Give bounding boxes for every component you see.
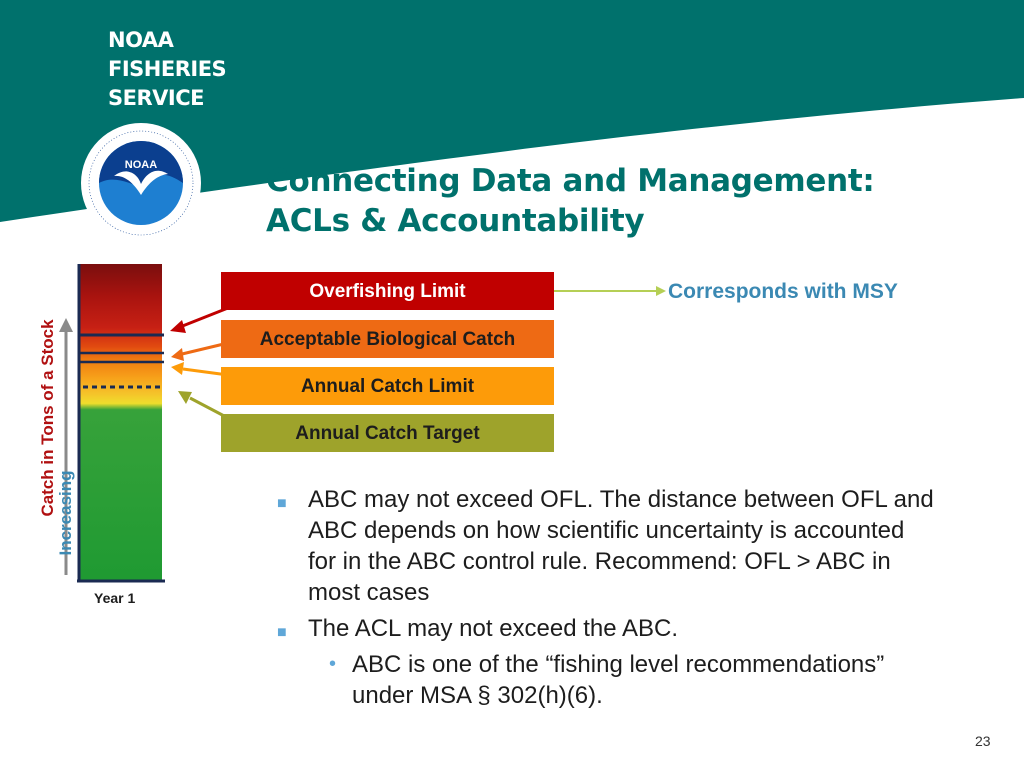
sub-bullet-item: • ABC is one of the “fishing level recom… bbox=[274, 649, 934, 711]
square-bullet-icon: ■ bbox=[277, 624, 287, 641]
slide-title: Connecting Data and Management: ACLs & A… bbox=[266, 161, 875, 241]
dot-bullet-icon: • bbox=[329, 653, 337, 675]
tier-box-ofl: Overfishing Limit bbox=[221, 272, 554, 310]
tier-label: Overfishing Limit bbox=[309, 281, 466, 302]
msy-connector bbox=[554, 286, 666, 296]
acl-pointer bbox=[182, 367, 229, 377]
catch-diagram-lines bbox=[59, 264, 229, 583]
tier-box-acl: Annual Catch Limit bbox=[221, 367, 554, 405]
bullet-list: ■ ABC may not exceed OFL. The distance b… bbox=[274, 484, 934, 711]
sub-bullet-text: ABC is one of the “fishing level recomme… bbox=[352, 651, 885, 709]
brand-line-2: FISHERIES bbox=[108, 57, 227, 81]
brand-line-1: NOAA bbox=[108, 28, 174, 52]
square-bullet-icon: ■ bbox=[277, 495, 287, 512]
bullet-text: ABC may not exceed OFL. The distance bet… bbox=[308, 486, 934, 606]
title-line-1: Connecting Data and Management: bbox=[266, 163, 875, 199]
x-axis-label: Year 1 bbox=[94, 590, 136, 606]
bullet-item: ■ ABC may not exceed OFL. The distance b… bbox=[274, 484, 934, 608]
bullet-text: The ACL may not exceed the ABC. bbox=[308, 615, 678, 642]
tier-box-act: Annual Catch Target bbox=[221, 414, 554, 452]
increasing-label: Increasing bbox=[56, 470, 75, 556]
catch-bar bbox=[79, 264, 162, 581]
noaa-logo-icon: NOAA bbox=[81, 123, 201, 243]
noaa-fisheries-wordmark: NOAA FISHERIES SERVICE bbox=[108, 26, 227, 113]
bullet-item: ■ The ACL may not exceed the ABC. bbox=[274, 613, 934, 644]
tier-label: Annual Catch Limit bbox=[300, 376, 475, 397]
header-band bbox=[0, 0, 1024, 222]
msy-note: Corresponds with MSY bbox=[668, 280, 898, 303]
tier-label: Acceptable Biological Catch bbox=[259, 329, 516, 350]
ofl-pointer bbox=[179, 306, 229, 329]
increasing-arrow-head bbox=[59, 318, 73, 332]
tier-label: Annual Catch Target bbox=[295, 423, 480, 444]
abc-pointer bbox=[181, 341, 229, 356]
title-line-2: ACLs & Accountability bbox=[266, 203, 645, 239]
logo-text: NOAA bbox=[125, 159, 157, 171]
tier-box-abc: Acceptable Biological Catch bbox=[221, 320, 554, 358]
y-axis-label: Catch in Tons of a Stock bbox=[38, 319, 57, 517]
brand-line-3: SERVICE bbox=[108, 86, 204, 110]
page-number: 23 bbox=[975, 733, 991, 749]
